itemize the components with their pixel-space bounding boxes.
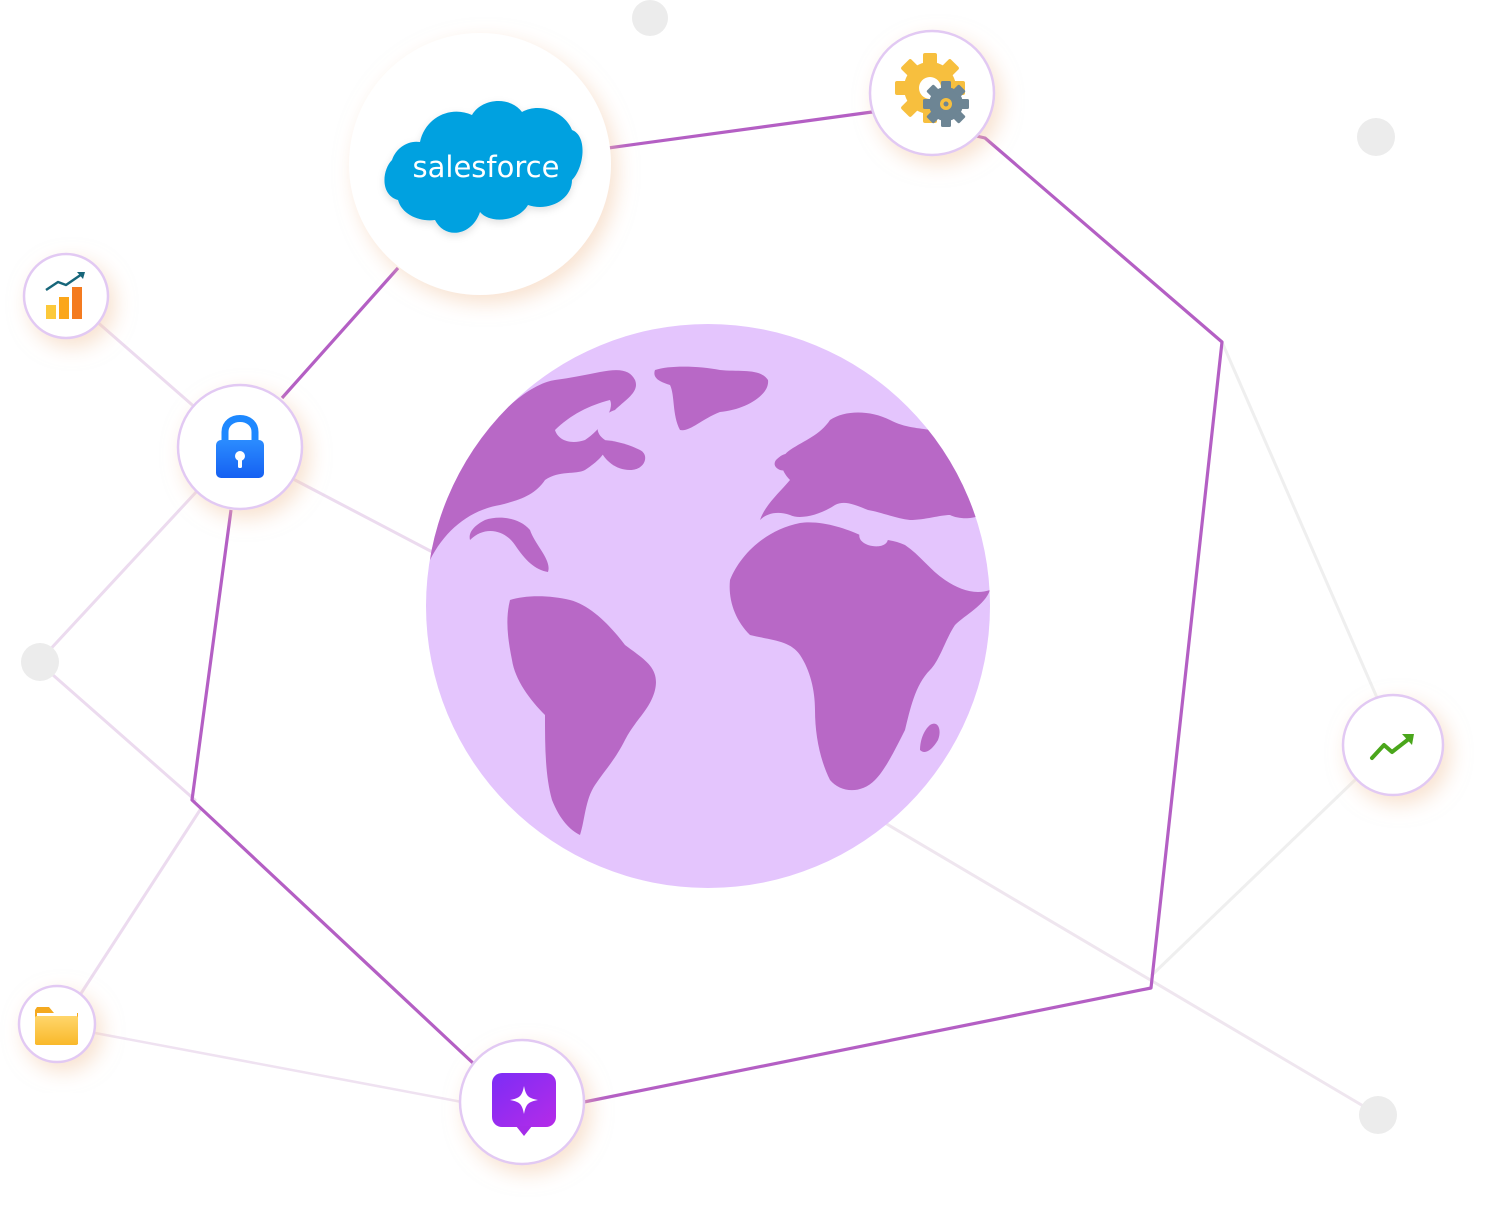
connector-folder-hub xyxy=(78,808,202,997)
connector-chart-lock xyxy=(93,318,200,412)
lock-icon xyxy=(216,415,264,478)
gears-node[interactable] xyxy=(868,29,996,157)
connector-lock-globe xyxy=(293,478,442,558)
faint-connectors xyxy=(43,318,1380,1112)
connector-dot-bottomleft xyxy=(43,666,197,802)
salesforce-label: salesforce xyxy=(413,150,560,184)
salesforce-logo: salesforce xyxy=(384,101,583,233)
dot-left xyxy=(21,643,59,681)
accent-network-path-left-lower xyxy=(190,509,476,1066)
sparkle-chat-node[interactable] xyxy=(458,1038,586,1166)
trend-node[interactable] xyxy=(1341,693,1445,797)
globe-illustration xyxy=(426,324,990,888)
gears-icon xyxy=(895,53,969,127)
sparkle-chat-icon xyxy=(492,1073,556,1136)
accent-network-path-left xyxy=(280,266,400,400)
connector-trend-hex xyxy=(1150,778,1357,977)
folder-icon xyxy=(35,1007,78,1045)
trend-up-icon xyxy=(1370,734,1414,760)
lock-node[interactable] xyxy=(176,383,304,511)
dot-top xyxy=(632,0,668,36)
connector-globe-dot-br xyxy=(878,818,1372,1112)
salesforce-node[interactable]: salesforce xyxy=(349,33,611,295)
connector-hex-trend xyxy=(1220,340,1380,702)
dot-bottom-right xyxy=(1359,1096,1397,1134)
bar-chart-icon xyxy=(45,272,85,319)
bar-chart-node[interactable] xyxy=(22,252,110,340)
connector-folder-chat xyxy=(93,1031,464,1104)
connector-lock-dot xyxy=(43,488,200,657)
folder-node[interactable] xyxy=(17,984,97,1064)
dot-top-right xyxy=(1357,118,1395,156)
accent-network-path xyxy=(583,110,1224,1104)
decorative-dots xyxy=(21,0,1397,1134)
